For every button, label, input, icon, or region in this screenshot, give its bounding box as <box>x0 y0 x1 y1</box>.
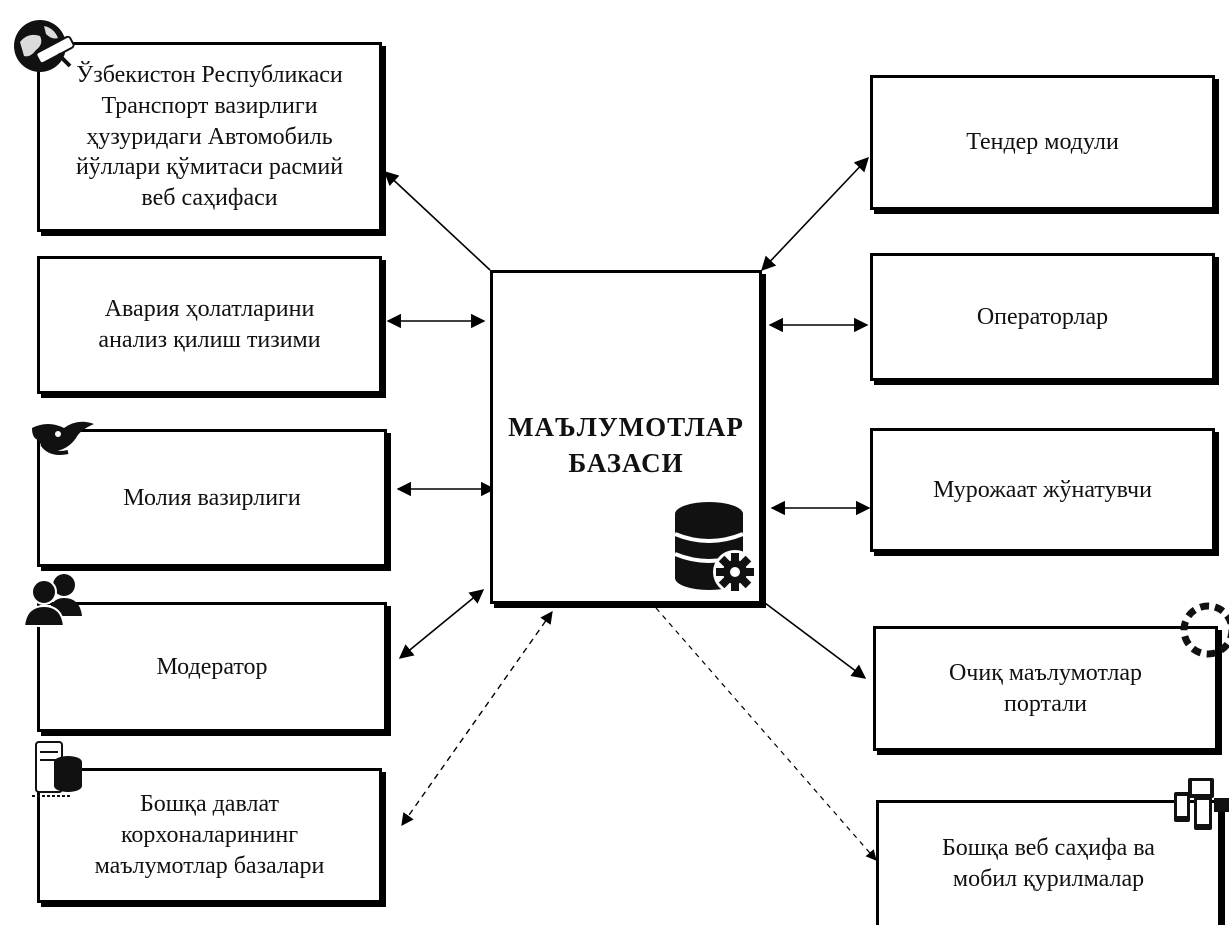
center-label: МАЪЛУМОТЛАР БАЗАСИ <box>508 412 744 479</box>
database-gear-icon <box>674 502 757 594</box>
node-finance-ministry: Молия вазирлиги <box>37 429 387 567</box>
node-label: Операторлар <box>976 303 1109 330</box>
node-transport-website: Ўзбекистон Республикаси Транспорт вазирл… <box>37 42 382 232</box>
node-label: Модератор <box>156 653 268 680</box>
node-operators: Операторлар <box>870 253 1215 381</box>
users-icon <box>22 574 82 627</box>
database-server-icon <box>32 741 82 797</box>
node-label: Ўзбекистон Республикаси Транспорт вазирл… <box>75 62 344 212</box>
connector-transport-website <box>383 171 491 271</box>
node-label: Молия вазирлиги <box>123 484 301 511</box>
node-label: Авария ҳолатларини анализ қилиш тизими <box>98 296 321 353</box>
connector-other-web-mobile <box>655 607 877 861</box>
node-label: Мурожаат жўнатувчи <box>933 476 1152 503</box>
node-moderator: Модератор <box>37 602 387 732</box>
node-open-data-portal: Очиқ маълумотлар портали <box>873 626 1218 751</box>
node-label: Тендер модули <box>966 129 1119 156</box>
node-label: Очиқ маълумотлар портали <box>948 659 1143 717</box>
web-globe-icon <box>14 20 75 72</box>
node-tender-module: Тендер модули <box>870 75 1215 210</box>
connector-moderator <box>398 589 485 659</box>
open-data-ring-icon <box>1180 602 1229 658</box>
mobile-devices-icon <box>1174 778 1229 830</box>
connector-tender-module <box>761 156 869 272</box>
node-label: Бошқа давлат корхоналарининг маълумотлар… <box>94 791 325 879</box>
node-sender: Мурожаат жўнатувчи <box>870 428 1215 552</box>
connector-other-state-db <box>401 610 553 827</box>
node-other-web-mobile: Бошқа веб саҳифа ва мобил қурилмалар <box>876 800 1221 925</box>
node-other-state-db: Бошқа давлат корхоналарининг маълумотлар… <box>37 768 382 903</box>
emblem-bird-icon <box>32 421 94 455</box>
connector-open-data-portal <box>764 602 867 679</box>
node-accident-analysis: Авария ҳолатларини анализ қилиш тизими <box>37 256 382 394</box>
node-label: Бошқа веб саҳифа ва мобил қурилмалар <box>942 835 1155 892</box>
